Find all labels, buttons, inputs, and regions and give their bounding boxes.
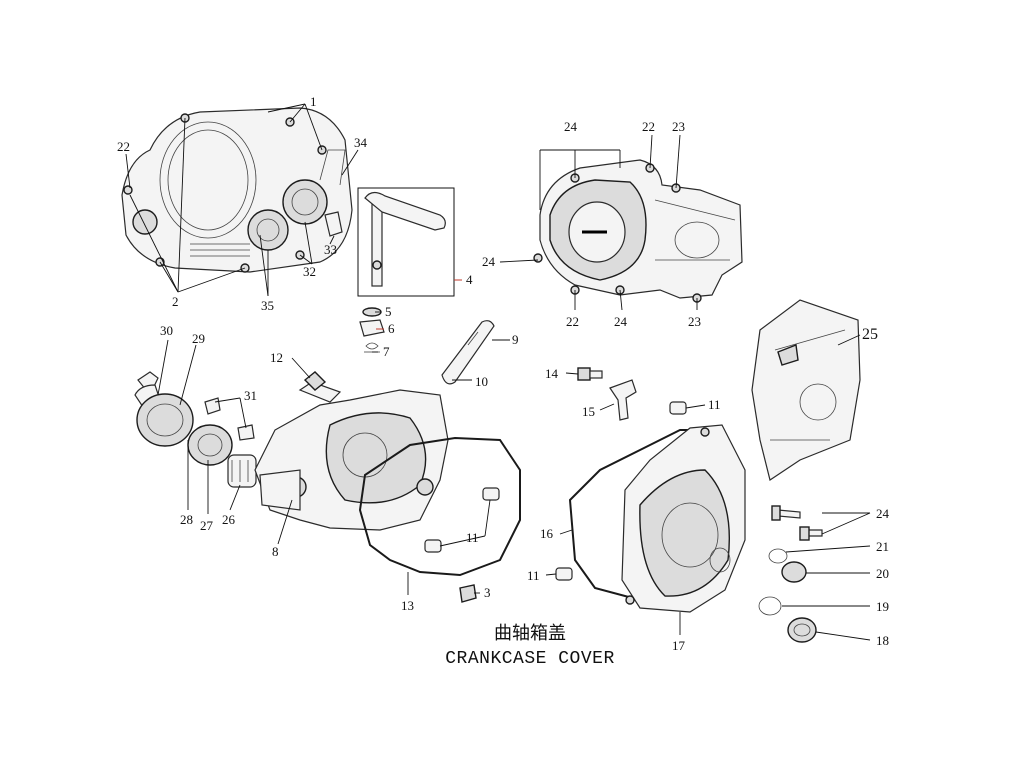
callout-23: 23 bbox=[688, 314, 701, 329]
callout-8: 8 bbox=[272, 544, 279, 559]
callout-32: 32 bbox=[303, 264, 316, 279]
callout-7: 7 bbox=[383, 344, 390, 359]
callout-24: 24 bbox=[564, 119, 578, 134]
callout-35: 35 bbox=[261, 298, 274, 313]
crankcase-gasket bbox=[358, 436, 521, 577]
callout-13: 13 bbox=[401, 598, 414, 613]
callout-20: 20 bbox=[876, 566, 889, 581]
clutch-side-cover-drawing bbox=[121, 107, 353, 273]
side-shield-drawing bbox=[751, 299, 861, 481]
diagram-title-chinese: 曲轴箱盖 bbox=[494, 623, 566, 644]
callout-34: 34 bbox=[354, 135, 368, 150]
water-pump-drawing bbox=[134, 371, 257, 488]
leader-lines bbox=[125, 103, 871, 641]
left-crankcase-cover-drawing bbox=[621, 424, 746, 613]
callout-18: 18 bbox=[876, 633, 889, 648]
callout-4: 4 bbox=[466, 272, 473, 287]
bolt-and-bracket bbox=[577, 367, 637, 421]
callout-15: 15 bbox=[582, 404, 595, 419]
dowel-pins bbox=[424, 401, 687, 603]
callout-5: 5 bbox=[385, 304, 392, 319]
callout-31: 31 bbox=[244, 388, 257, 403]
shift-shaft-box bbox=[357, 187, 455, 297]
plug-and-seal-parts bbox=[758, 505, 823, 643]
callout-33: 33 bbox=[324, 242, 337, 257]
callout-22: 22 bbox=[117, 139, 130, 154]
callout-11: 11 bbox=[466, 530, 479, 545]
callout-22: 22 bbox=[642, 119, 655, 134]
callout-17: 17 bbox=[672, 638, 686, 653]
callout-21: 21 bbox=[876, 539, 889, 554]
callout-24: 24 bbox=[614, 314, 628, 329]
callout-25: 25 bbox=[862, 326, 878, 343]
callout-12: 12 bbox=[270, 350, 283, 365]
callout-1: 1 bbox=[310, 94, 317, 109]
callout-11: 11 bbox=[527, 568, 540, 583]
callout-19: 19 bbox=[876, 599, 889, 614]
pin-part bbox=[441, 320, 495, 385]
callout-6: 6 bbox=[388, 321, 395, 336]
diagram-title-english: CRANKCASE COVER bbox=[445, 649, 615, 669]
callout-2: 2 bbox=[172, 294, 179, 309]
callout-24: 24 bbox=[876, 506, 890, 521]
callout-30: 30 bbox=[160, 323, 173, 338]
callout-26: 26 bbox=[222, 512, 236, 527]
callout-29: 29 bbox=[192, 331, 205, 346]
callout-27: 27 bbox=[200, 518, 214, 533]
callout-23: 23 bbox=[672, 119, 685, 134]
callout-14: 14 bbox=[545, 366, 559, 381]
spring-clip-parts bbox=[359, 307, 385, 353]
callout-11: 11 bbox=[708, 397, 721, 412]
callout-labels: 1 22 34 33 32 2 35 4 5 6 7 9 10 24 22 23… bbox=[117, 94, 890, 653]
callout-3: 3 bbox=[484, 585, 491, 600]
callout-24: 24 bbox=[482, 254, 496, 269]
callout-9: 9 bbox=[512, 332, 519, 347]
callout-22: 22 bbox=[566, 314, 579, 329]
callout-28: 28 bbox=[180, 512, 193, 527]
callout-16: 16 bbox=[540, 526, 554, 541]
callout-10: 10 bbox=[475, 374, 488, 389]
generator-cover-drawing bbox=[533, 159, 743, 303]
crankcase-drawing bbox=[254, 371, 449, 531]
